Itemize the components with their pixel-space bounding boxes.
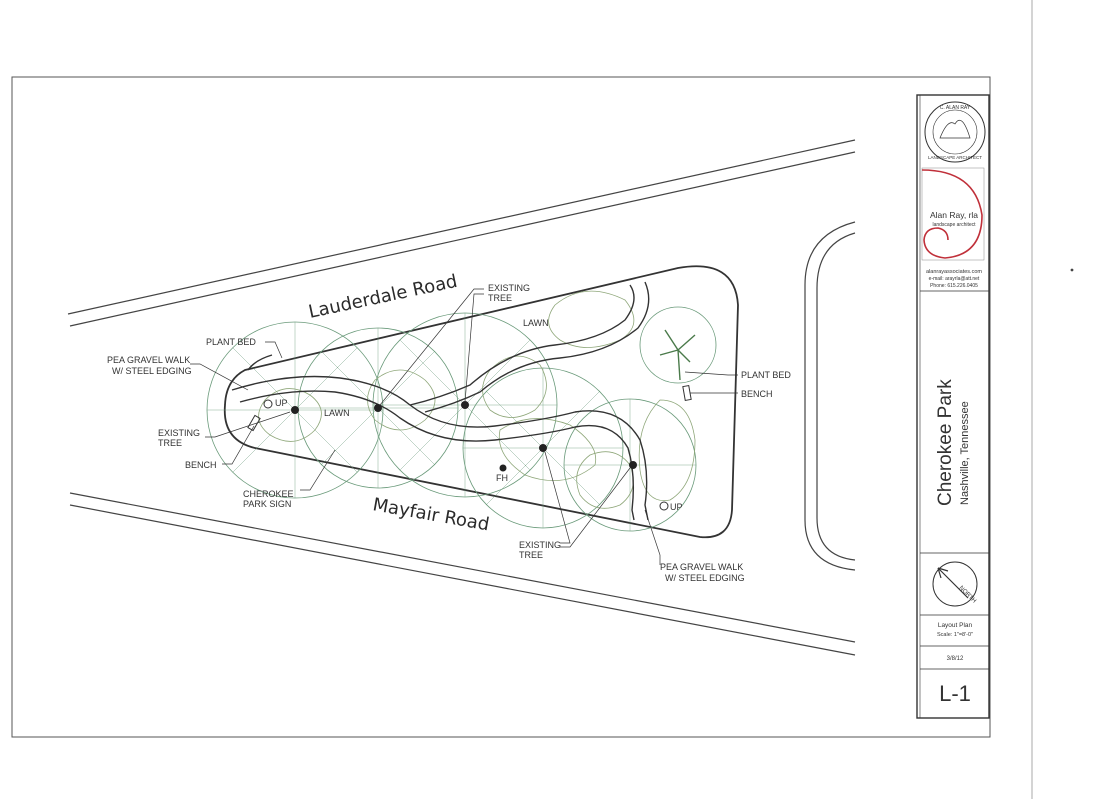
project-location: Nashville, Tennessee xyxy=(959,401,971,505)
pea-gravel-walk xyxy=(231,281,650,521)
pea-gravel-walk-label: PEA GRAVEL WALK xyxy=(107,355,190,365)
bench-label: BENCH xyxy=(185,460,217,470)
existing-tree-label-south-2: TREE xyxy=(519,550,543,560)
registration-seal: C. ALAN RAY LANDSCAPE ARCHITECT xyxy=(924,101,986,163)
existing-tree-trunk xyxy=(461,401,469,409)
pea-gravel-walk-label-east-2: W/ STEEL EDGING xyxy=(665,573,745,583)
lawn-label: LAWN xyxy=(324,408,350,418)
uplight-label-east: UP xyxy=(670,502,683,512)
lawn-label-north: LAWN xyxy=(523,318,549,328)
sheet-scale: Scale: 1"=8'-0" xyxy=(937,632,973,638)
existing-tree-label-north: EXISTING xyxy=(488,283,530,293)
existing-tree-label-2: TREE xyxy=(158,438,182,448)
sheet-number: L-1 xyxy=(939,681,971,706)
bench-symbol xyxy=(247,414,261,432)
existing-tree-label-south: EXISTING xyxy=(519,540,561,550)
uplight-icon xyxy=(659,501,669,511)
firm-role: landscape architect xyxy=(932,222,976,228)
park-boundary xyxy=(223,265,739,539)
plant-bed-label: PLANT BED xyxy=(206,337,256,347)
firm-website: alanrayassociates.com xyxy=(926,269,982,275)
existing-tree-label: EXISTING xyxy=(158,428,200,438)
park-sign-label-2: PARK SIGN xyxy=(243,499,291,509)
road-edges xyxy=(67,139,856,656)
road-name-north: Lauderdale Road xyxy=(307,271,460,323)
title-block: C. ALAN RAY LANDSCAPE ARCHITECT Alan Ray… xyxy=(916,94,990,719)
existing-tree-trunk xyxy=(374,404,382,412)
sheet-date: 3/8/12 xyxy=(947,656,964,662)
tree-canopy xyxy=(639,306,717,384)
uplight-icon xyxy=(263,399,273,409)
uplight-label: UP xyxy=(275,398,288,408)
north-arrow: NORTH xyxy=(932,561,978,607)
existing-tree-trunk xyxy=(539,444,547,452)
sheet-name: Layout Plan xyxy=(938,622,973,629)
road-name-south: Mayfair Road xyxy=(371,494,491,535)
ornamental-tree xyxy=(659,329,696,381)
pea-gravel-walk-label-2: W/ STEEL EDGING xyxy=(112,366,192,376)
existing-tree-trunks xyxy=(291,401,637,472)
firm-phone: Phone: 615.226.0405 xyxy=(930,283,978,289)
park-sign-label: CHEROKEE xyxy=(243,489,294,499)
firm-name: Alan Ray, rla xyxy=(930,210,978,220)
benches xyxy=(247,385,692,432)
plant-bed-label-east: PLANT BED xyxy=(741,370,791,380)
leader-lines xyxy=(190,288,738,565)
shrub-clusters xyxy=(258,290,696,509)
drawing-border xyxy=(11,76,991,738)
seal-text-top: C. ALAN RAY xyxy=(940,105,971,111)
existing-tree-trunk xyxy=(629,461,637,469)
bench-label-east: BENCH xyxy=(741,389,773,399)
firm-email: e-mail: arayrla@att.net xyxy=(929,276,980,282)
seal-text-bottom: LANDSCAPE ARCHITECT xyxy=(928,155,982,160)
existing-tree-trunk xyxy=(291,406,299,414)
pea-gravel-walk-label-east: PEA GRAVEL WALK xyxy=(660,562,743,572)
firm-logo: Alan Ray, rla landscape architect xyxy=(921,167,985,261)
project-title: Cherokee Park xyxy=(935,379,956,506)
fire-hydrant-label: FH xyxy=(496,473,508,483)
existing-tree-label-north-2: TREE xyxy=(488,293,512,303)
bench-symbol xyxy=(682,385,692,401)
stray-mark xyxy=(1070,268,1074,272)
fire-hydrant-symbol xyxy=(499,464,507,472)
